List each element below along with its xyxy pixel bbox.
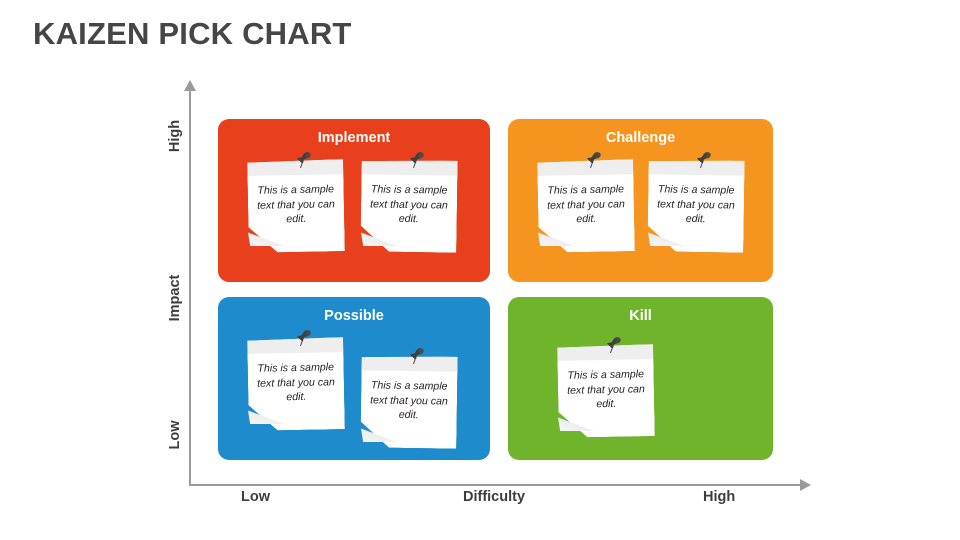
x-axis-line (189, 484, 802, 486)
page-title: KAIZEN PICK CHART (33, 16, 352, 51)
note-text: This is a sample text that you can edit. (657, 183, 735, 226)
y-axis-line (189, 90, 191, 486)
pushpin-icon (607, 337, 621, 354)
quadrant-kill-title: Kill (629, 308, 652, 324)
sticky-note[interactable]: This is a sample text that you can edit. (538, 152, 634, 257)
sticky-note[interactable]: This is a sample text that you can edit. (361, 152, 457, 257)
quadrant-challenge-title: Challenge (605, 130, 676, 146)
note-text: This is a sample text that you can edit. (257, 183, 335, 226)
pushpin-icon (587, 152, 601, 169)
pushpin-icon (297, 152, 311, 169)
note-text: This is a sample text that you can edit. (547, 183, 625, 226)
quadrant-possible-title: Possible (324, 308, 384, 324)
quadrant-challenge[interactable]: Challenge This is a sample text that you… (508, 119, 773, 282)
y-axis-low-label: Low (167, 420, 183, 450)
pushpin-icon (410, 348, 424, 365)
note-text: This is a sample text that you can edit. (370, 183, 448, 226)
x-axis-low-label: Low (241, 489, 270, 505)
pushpin-icon (410, 152, 424, 169)
x-axis-title: Difficulty (463, 489, 526, 505)
quadrant-implement[interactable]: Implement This is a sample text that you… (218, 119, 490, 282)
sticky-note[interactable]: This is a sample text that you can edit. (648, 152, 744, 257)
x-axis-high-label: High (703, 489, 736, 505)
note-text: This is a sample text that you can edit. (567, 368, 645, 411)
quadrant-kill[interactable]: Kill This is a sample text that you can … (508, 297, 773, 460)
note-text: This is a sample text that you can edit. (370, 379, 448, 422)
sticky-note[interactable]: This is a sample text that you can edit. (558, 337, 654, 442)
y-axis-high-label: High (167, 119, 183, 153)
quadrant-implement-title: Implement (317, 130, 391, 146)
x-axis-arrow-icon (800, 479, 811, 491)
sticky-note[interactable]: This is a sample text that you can edit. (248, 152, 344, 257)
sticky-note[interactable]: This is a sample text that you can edit. (361, 348, 457, 453)
quadrant-possible[interactable]: Possible This is a sample text that you … (218, 297, 490, 460)
sticky-note[interactable]: This is a sample text that you can edit. (248, 330, 344, 435)
pushpin-icon (697, 152, 711, 169)
pushpin-icon (297, 330, 311, 347)
note-text: This is a sample text that you can edit. (257, 361, 335, 404)
y-axis-arrow-icon (184, 80, 196, 91)
y-axis-title: Impact (167, 274, 183, 322)
